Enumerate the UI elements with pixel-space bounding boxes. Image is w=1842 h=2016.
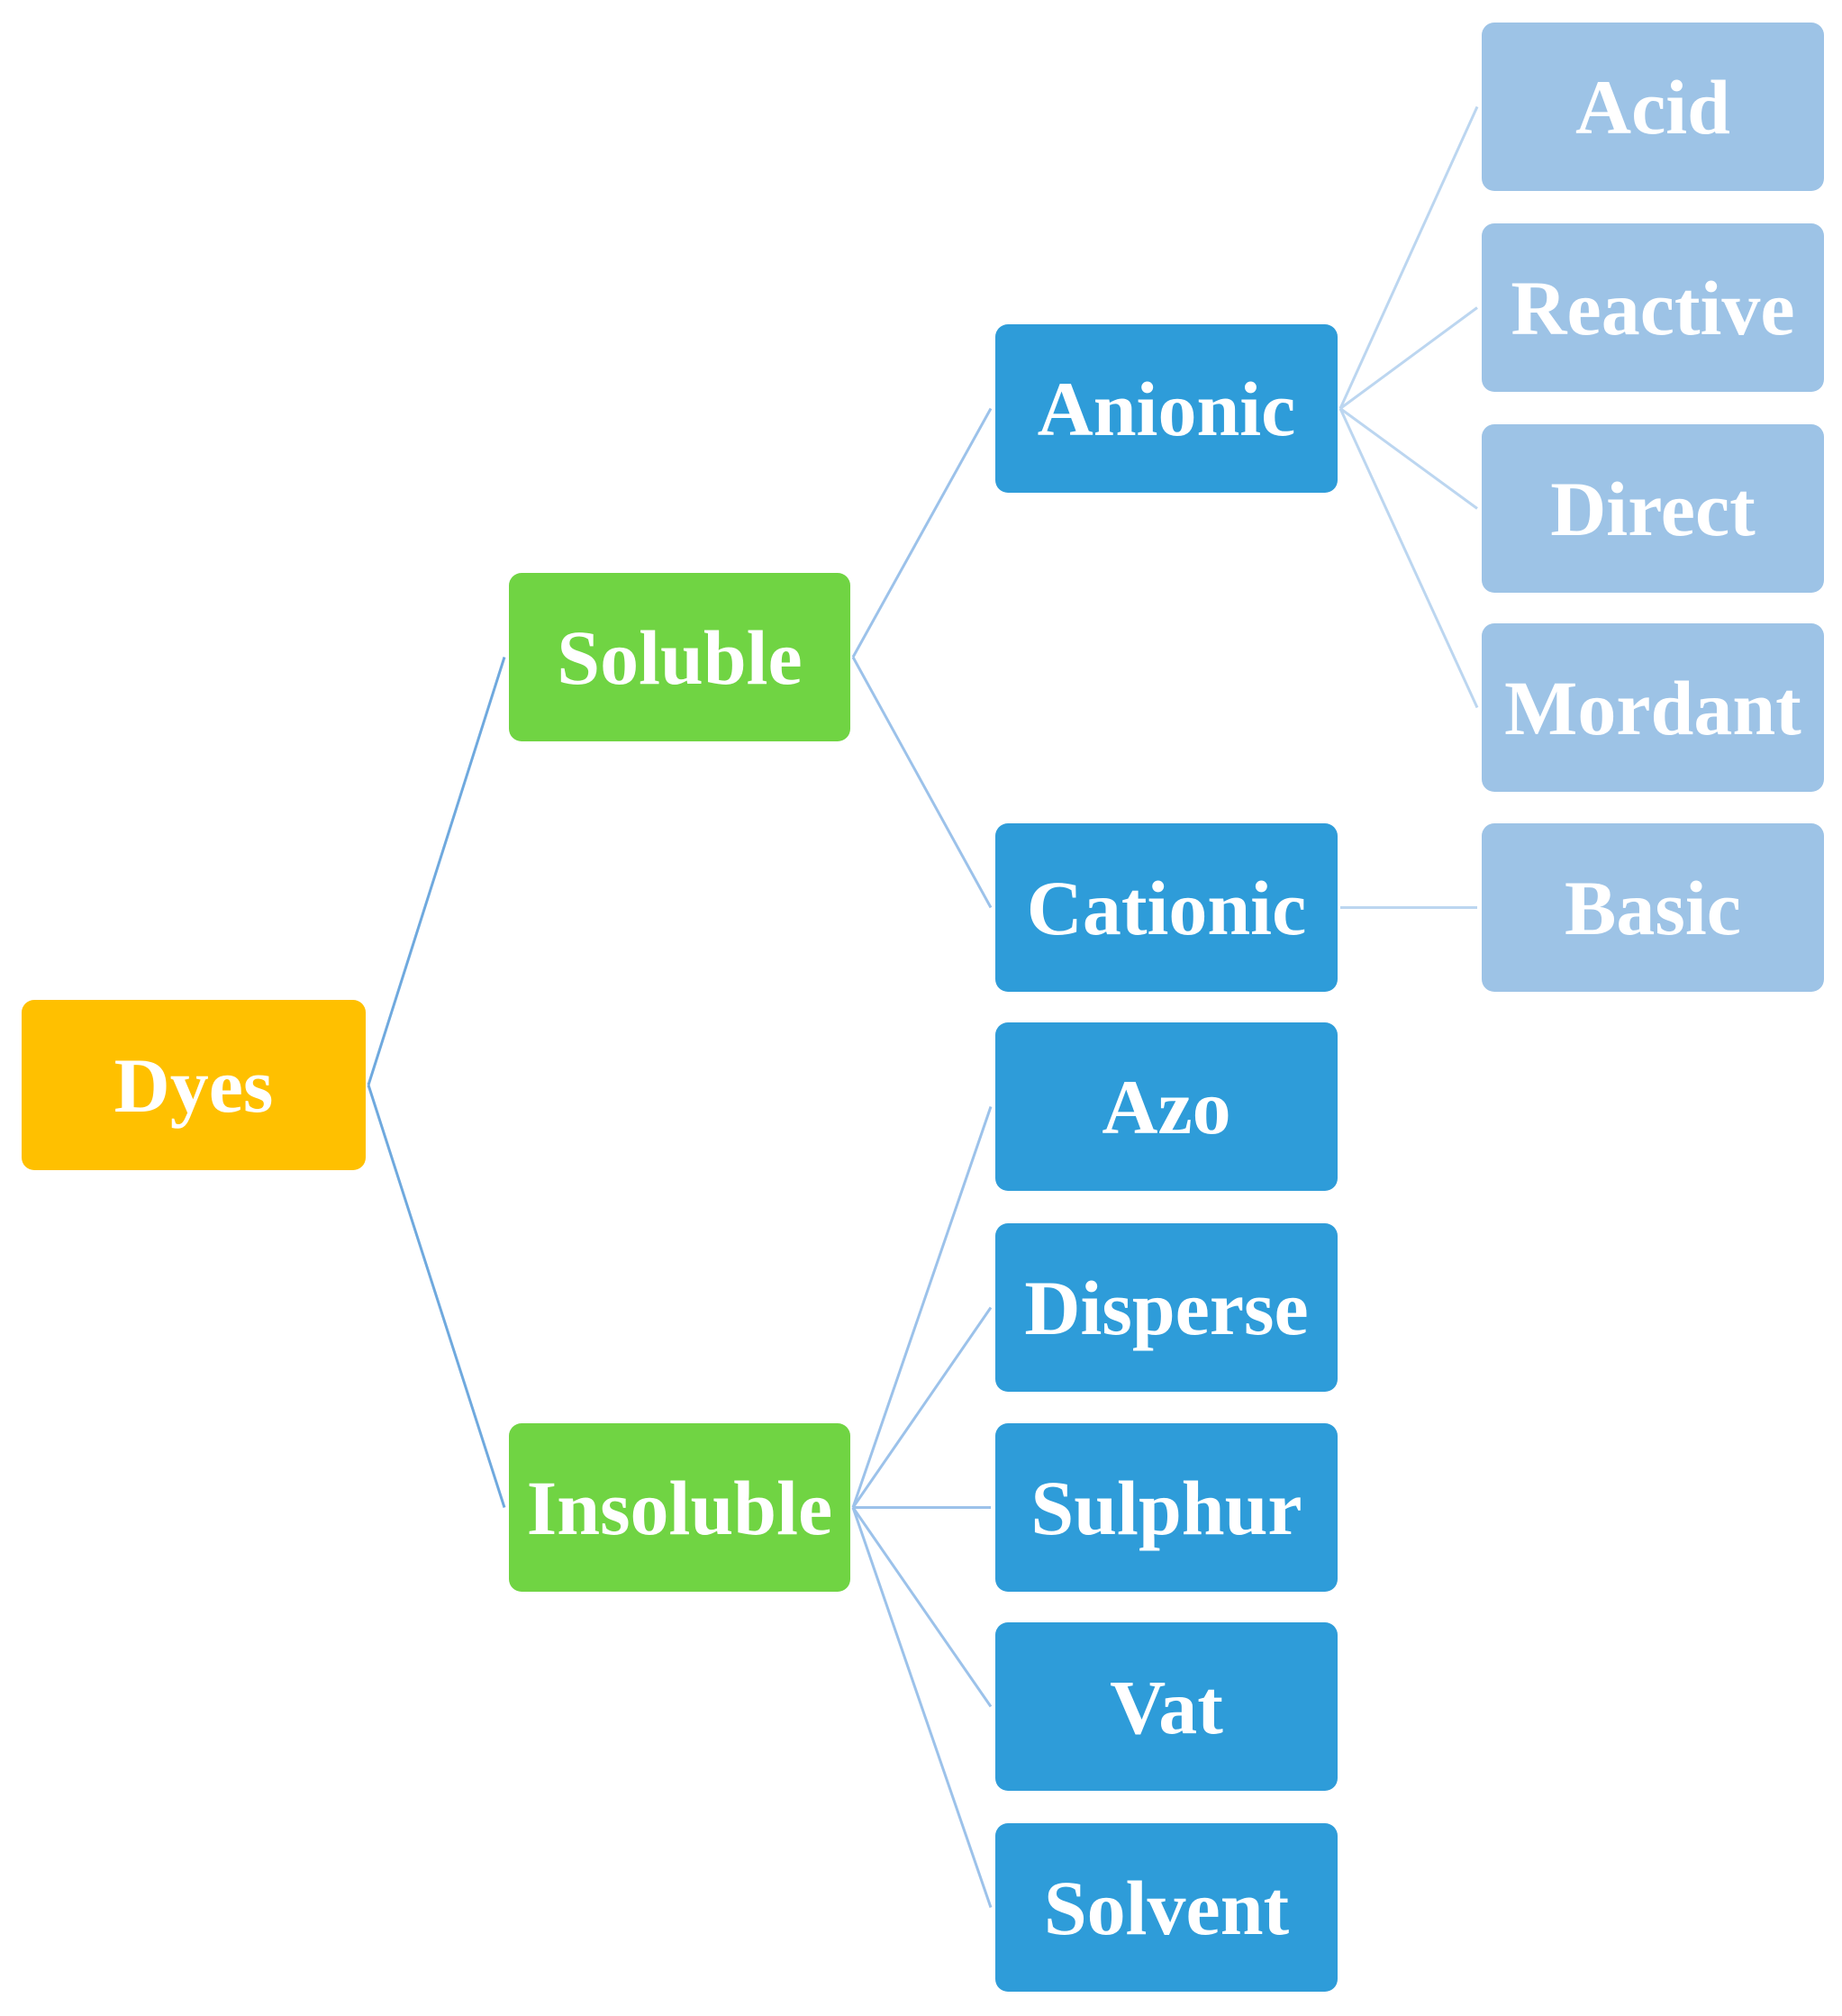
node-sulphur: Sulphur — [995, 1423, 1338, 1592]
link-insoluble-to-vat — [851, 1506, 993, 1708]
node-disperse: Disperse — [995, 1223, 1338, 1392]
link-anionic-to-mordant — [1338, 407, 1479, 709]
node-azo: Azo — [995, 1022, 1338, 1191]
node-cationic: Cationic — [995, 823, 1338, 992]
node-azo-label: Azo — [1102, 1063, 1231, 1150]
node-soluble: Soluble — [509, 573, 850, 741]
node-direct-label: Direct — [1550, 465, 1756, 552]
node-reactive: Reactive — [1482, 223, 1824, 392]
node-reactive-label: Reactive — [1511, 264, 1795, 351]
link-dyes-to-soluble — [367, 657, 506, 1085]
node-mordant: Mordant — [1482, 623, 1824, 792]
node-dyes-label: Dyes — [113, 1041, 274, 1129]
node-mordant-label: Mordant — [1504, 664, 1801, 751]
node-basic: Basic — [1482, 823, 1824, 992]
node-acid: Acid — [1482, 23, 1824, 191]
link-insoluble-to-disperse — [851, 1306, 993, 1509]
node-dyes: Dyes — [22, 1000, 366, 1170]
node-solvent-label: Solvent — [1043, 1864, 1290, 1951]
node-disperse-label: Disperse — [1024, 1264, 1309, 1351]
link-soluble-to-anionic — [851, 407, 993, 658]
node-acid-label: Acid — [1575, 63, 1730, 150]
node-anionic: Anionic — [995, 324, 1338, 493]
link-anionic-to-reactive — [1339, 306, 1478, 410]
node-insoluble-label: Insoluble — [526, 1464, 833, 1551]
node-solvent: Solvent — [995, 1823, 1338, 1992]
node-insoluble: Insoluble — [509, 1423, 850, 1592]
node-basic-label: Basic — [1565, 864, 1741, 951]
node-soluble-label: Soluble — [557, 613, 803, 701]
link-soluble-to-cationic — [851, 656, 993, 909]
link-anionic-to-direct — [1339, 407, 1478, 510]
node-cationic-label: Cationic — [1026, 864, 1307, 951]
node-sulphur-label: Sulphur — [1030, 1464, 1302, 1551]
node-direct: Direct — [1482, 424, 1824, 593]
link-dyes-to-insoluble — [367, 1085, 506, 1508]
link-insoluble-to-solvent — [851, 1507, 993, 1908]
link-insoluble-to-azo — [851, 1106, 993, 1508]
link-anionic-to-acid — [1338, 105, 1479, 410]
node-anionic-label: Anionic — [1037, 365, 1296, 452]
node-vat-label: Vat — [1110, 1663, 1223, 1750]
node-vat: Vat — [995, 1622, 1338, 1791]
